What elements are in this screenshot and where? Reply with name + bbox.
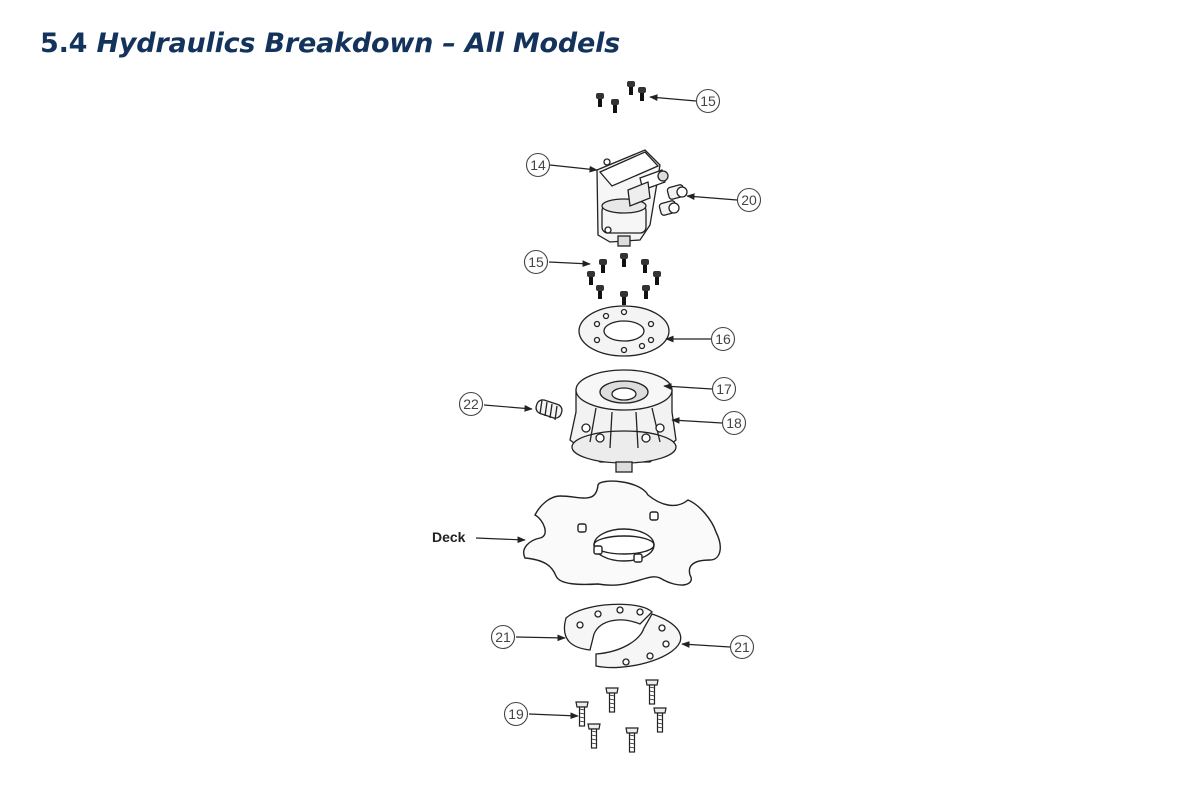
callout-18: 18 [721, 410, 747, 436]
callout-22-label: 22 [463, 396, 479, 412]
clamp-plates [563, 603, 682, 669]
grease-fitting [535, 399, 563, 421]
callout-15-mid: 15 [523, 249, 549, 275]
adapter-plate [578, 305, 670, 357]
leader-lines [475, 94, 738, 720]
hydraulic-motor [596, 149, 669, 247]
screws-mid-group [587, 253, 661, 305]
callout-15-mid-label: 15 [528, 254, 544, 270]
callout-15-top-label: 15 [700, 93, 716, 109]
deck-plate [523, 480, 721, 586]
deck-label: Deck [432, 529, 466, 545]
section-title: Hydraulics Breakdown – All Models [96, 28, 621, 59]
hose-fittings [658, 184, 688, 216]
callout-22: 22 [458, 391, 484, 417]
spindle-housing [569, 369, 677, 473]
callout-21-right: 21 [729, 634, 755, 660]
callout-19: 19 [503, 701, 529, 727]
callout-18-label: 18 [726, 415, 742, 431]
callout-21-left: 21 [490, 624, 516, 650]
page-title: 5.4 Hydraulics Breakdown – All Models [40, 28, 620, 59]
bolts-bottom-group [575, 679, 667, 753]
callout-21-right-label: 21 [734, 639, 750, 655]
callout-21-left-label: 21 [495, 629, 511, 645]
callout-14-label: 14 [530, 157, 546, 173]
callout-17-label: 17 [716, 381, 732, 397]
callout-14: 14 [525, 152, 551, 178]
callout-17: 17 [711, 376, 737, 402]
callout-20: 20 [736, 187, 762, 213]
callout-16: 16 [710, 326, 736, 352]
callout-16-label: 16 [715, 331, 731, 347]
callout-20-label: 20 [741, 192, 757, 208]
callout-19-label: 19 [508, 706, 524, 722]
screws-top-group [596, 81, 646, 113]
callout-15-top: 15 [695, 88, 721, 114]
section-number: 5.4 [40, 28, 88, 59]
